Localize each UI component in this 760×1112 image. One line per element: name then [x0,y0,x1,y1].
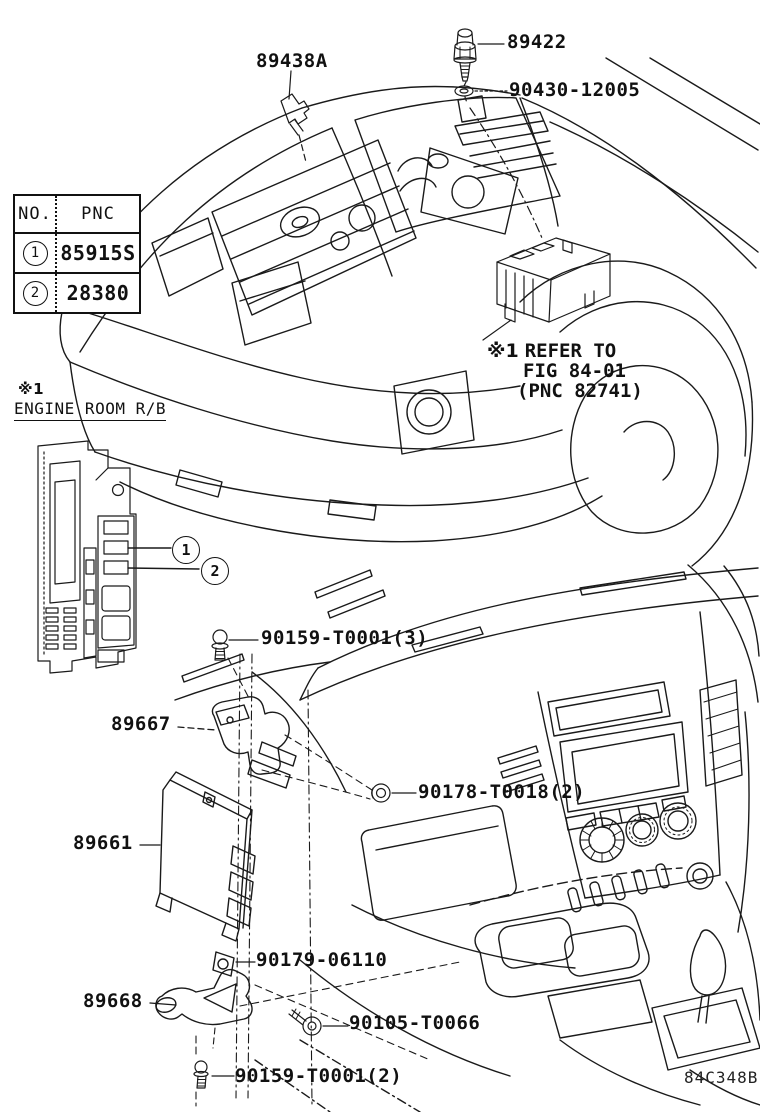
part-label-90179[interactable]: 90179-06110 [256,949,388,971]
pnc-table-header-pnc: PNC [56,195,140,234]
part-label-89667[interactable]: 89667 [111,713,171,735]
dashboard-sketch [174,564,760,1112]
part-label-89661[interactable]: 89661 [73,832,133,854]
pnc-table: NO. PNC 1 85915S 2 28380 [13,194,141,314]
part-label-89668[interactable]: 89668 [83,990,143,1012]
leader-lines [139,726,217,1006]
bolt-90159-2-icon [193,1060,235,1089]
engine-room-relay-block-sketch [37,440,200,674]
nut-90178-icon [371,783,417,803]
part-label-90159-2[interactable]: 90159-T0001(2) [235,1065,403,1087]
part-label-90159-3[interactable]: 90159-T0001(3) [261,627,429,649]
part-label-89438a[interactable]: 89438A [256,50,328,72]
row-number-badge: 1 [22,240,48,266]
part-label-90105[interactable]: 90105-T0066 [349,1012,481,1034]
bolt-90159-3-icon [211,629,259,661]
figure-code: 84C348B [684,1068,759,1087]
part-label-89422[interactable]: 89422 [507,31,567,53]
washer-90430-icon [454,85,508,104]
part-label-90178[interactable]: 90178-T0018(2) [418,781,586,803]
engine-relay-box-sketch [469,107,611,341]
sensor-89422-icon [453,28,505,87]
engine-room-marker: ※1 [18,380,45,398]
table-row: 2 28380 [14,273,140,313]
callout-1[interactable]: 1 [172,536,200,564]
callout-2[interactable]: 2 [201,557,229,585]
ecu-assembly-sketch [155,653,461,1107]
pnc-table-header-no: NO. [14,195,57,234]
hardware-icons [193,28,508,1089]
pnc-value[interactable]: 85915S [56,233,140,274]
pnc-value[interactable]: 28380 [66,281,130,305]
engine-room-title: ENGINE ROOM R/B [14,399,166,421]
table-row: 1 85915S [14,233,140,274]
bolt-90105-icon [288,1008,349,1036]
sensor-89438a-icon [280,70,310,163]
vehicle-front-sketch [59,57,760,567]
part-label-90430[interactable]: 90430-12005 [509,79,641,101]
reference-mark: ※1 [487,340,519,362]
row-number-badge: 2 [22,280,48,306]
